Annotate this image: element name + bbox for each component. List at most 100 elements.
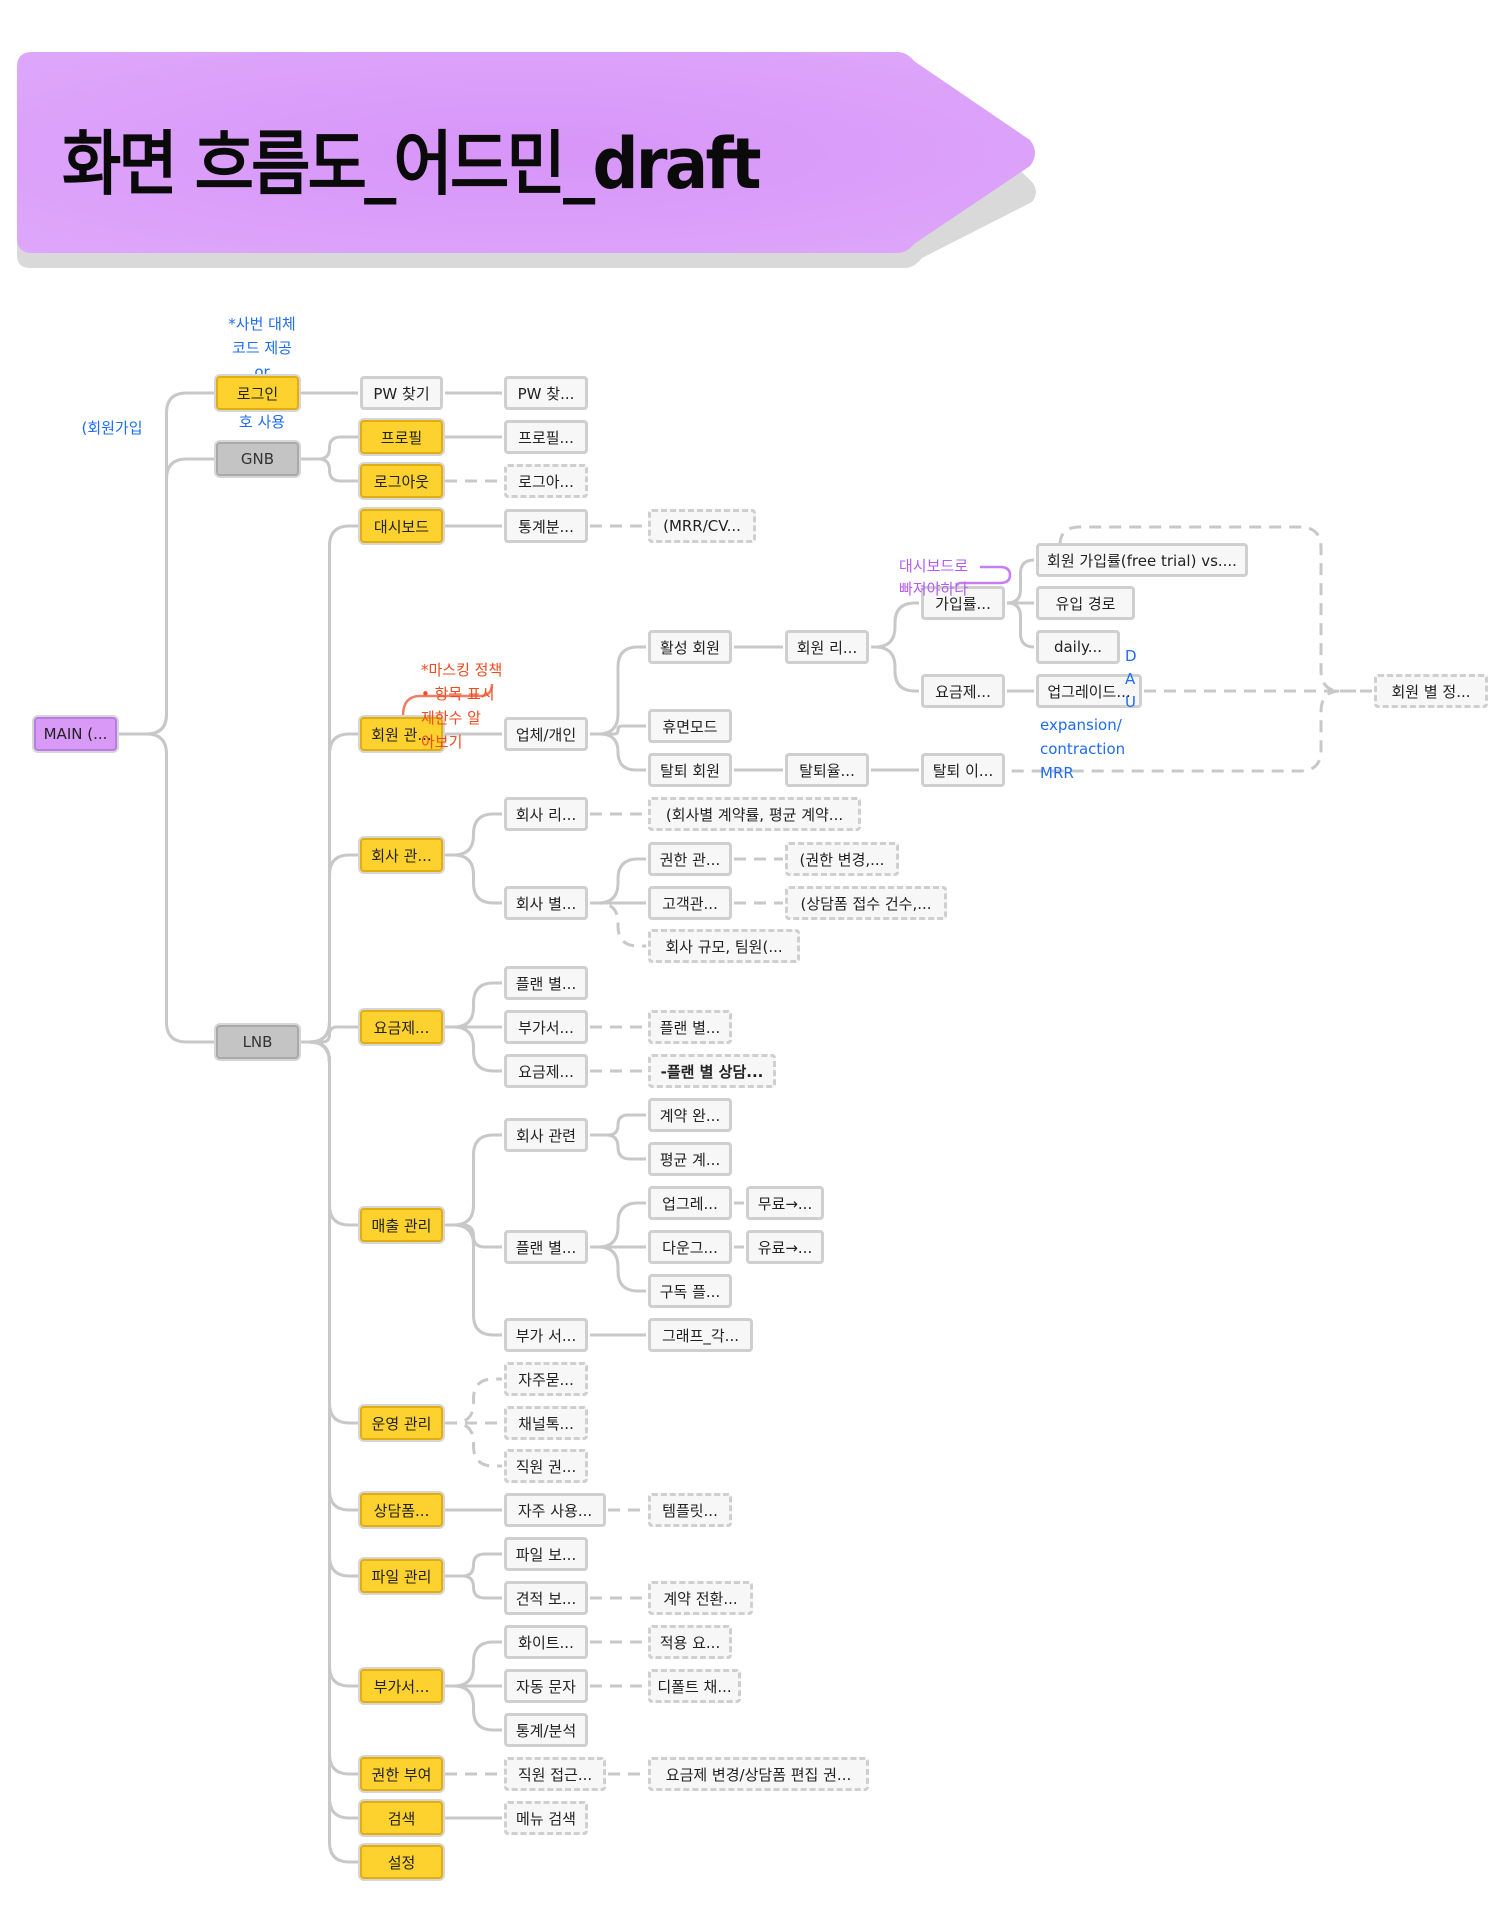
node-compeach[interactable]: 회사 별... (504, 886, 588, 920)
node-form[interactable]: 상담폼... (360, 1493, 443, 1527)
node-biz[interactable]: 업체/개인 (504, 717, 588, 751)
edge-salesplan-sub (590, 1245, 646, 1293)
node-upgrade[interactable]: 업그레이드... (1036, 674, 1142, 708)
dashboard-note-line: 빠져야하나 (899, 580, 969, 598)
node-signup[interactable]: 가입률... (921, 586, 1005, 620)
node-sub[interactable]: 구독 플... (648, 1274, 732, 1308)
edge-main-lnb (119, 732, 214, 1044)
node-contract[interactable]: 계약 완... (648, 1098, 732, 1132)
node-paid[interactable]: 유료→... (746, 1230, 824, 1264)
edge-signup-daily (1006, 601, 1035, 649)
node-salesplan[interactable]: 플랜 별... (504, 1230, 588, 1264)
node-faq[interactable]: 자주묻... (504, 1362, 588, 1396)
node-wreason[interactable]: 탈퇴 이... (921, 753, 1005, 787)
node-pricing[interactable]: 요금제... (360, 1010, 443, 1044)
node-down[interactable]: 다운그... (648, 1230, 732, 1264)
node-daily[interactable]: daily... (1036, 630, 1120, 664)
edge-extra-white (445, 1640, 502, 1688)
node-inflow[interactable]: 유입 경로 (1036, 586, 1135, 620)
edge-pricing-plancfg (445, 1025, 502, 1073)
node-search[interactable]: 검색 (360, 1801, 443, 1835)
node-planedit[interactable]: 요금제 변경/상담폼 편집 권... (648, 1757, 869, 1791)
node-withdraw[interactable]: 탈퇴 회원 (648, 753, 732, 787)
node-logout2[interactable]: 로그아... (504, 464, 588, 498)
dau-note-line: A (1125, 670, 1136, 688)
dashboard-note-line: 대시보드로 (899, 557, 969, 575)
node-grant[interactable]: 권한 부여 (360, 1757, 443, 1791)
group-bracket (1008, 525, 1341, 773)
node-white[interactable]: 화이트... (504, 1625, 588, 1659)
node-conv[interactable]: 계약 전환... (648, 1581, 753, 1615)
node-wrate[interactable]: 탈퇴율... (785, 753, 869, 787)
node-ops[interactable]: 운영 관리 (360, 1406, 443, 1440)
node-apply[interactable]: 적용 요... (648, 1625, 732, 1659)
node-menusearch[interactable]: 메뉴 검색 (504, 1801, 588, 1835)
node-avg[interactable]: 평균 계... (648, 1142, 732, 1176)
node-pwfind2[interactable]: PW 찾... (504, 376, 588, 410)
node-stats[interactable]: 통계/분석 (504, 1713, 588, 1747)
edge-compeach-auth (590, 857, 646, 905)
node-planby[interactable]: 플랜 별... (504, 966, 588, 1000)
node-addon2[interactable]: 플랜 별... (648, 1010, 732, 1044)
login-note-line: 코드 제공 (232, 339, 292, 357)
node-auth[interactable]: 권한 관... (648, 842, 732, 876)
node-extra[interactable]: 부가서... (360, 1669, 443, 1703)
node-file[interactable]: 파일 관리 (360, 1559, 443, 1593)
edge-compeach-size (590, 901, 646, 948)
node-cs[interactable]: 고객관... (648, 886, 732, 920)
edge-file-quote (445, 1574, 502, 1600)
node-freetrial[interactable]: 회원 가입률(free trial) vs.... (1036, 543, 1248, 577)
node-plan[interactable]: 요금제... (921, 674, 1005, 708)
node-sales[interactable]: 매출 관리 (360, 1208, 443, 1242)
edge-file-filestore (445, 1552, 502, 1578)
node-freq[interactable]: 자주 사용... (504, 1493, 606, 1527)
node-profile2[interactable]: 프로필... (504, 420, 588, 454)
node-login[interactable]: 로그인 (216, 376, 299, 410)
node-memlist[interactable]: 회원 리... (785, 630, 869, 664)
node-gnb[interactable]: GNB (216, 442, 299, 476)
edge-lnb-company (301, 853, 358, 1044)
node-free[interactable]: 무료→... (746, 1186, 824, 1220)
node-logout[interactable]: 로그아웃 (360, 464, 443, 498)
node-plancfg[interactable]: 요금제... (504, 1054, 588, 1088)
node-staffaccess[interactable]: 직원 접근... (504, 1757, 606, 1791)
node-graph[interactable]: 그래프_각... (648, 1318, 753, 1352)
node-sms[interactable]: 자동 문자 (504, 1669, 588, 1703)
node-main[interactable]: MAIN (... (34, 717, 117, 751)
node-compstat[interactable]: (회사별 계약률, 평균 계약... (648, 797, 861, 831)
node-authchg[interactable]: (권한 변경,... (785, 842, 899, 876)
node-salescomp[interactable]: 회사 관련 (504, 1118, 588, 1152)
node-complist[interactable]: 회사 리... (504, 797, 588, 831)
edge-sales-salesaddon (445, 1223, 502, 1337)
node-dash3[interactable]: (MRR/CV... (648, 509, 756, 543)
node-quote[interactable]: 견적 보... (504, 1581, 588, 1615)
node-pwfind[interactable]: PW 찾기 (360, 376, 443, 410)
node-dormant[interactable]: 휴면모드 (648, 709, 732, 743)
node-staffauth[interactable]: 직원 권... (504, 1449, 588, 1483)
node-filestore[interactable]: 파일 보... (504, 1537, 588, 1571)
node-active[interactable]: 활성 회원 (648, 630, 732, 664)
node-profile[interactable]: 프로필 (360, 420, 443, 454)
node-dash2[interactable]: 통계분... (504, 509, 588, 543)
node-csform[interactable]: (상담폼 접수 건수,... (785, 886, 947, 920)
node-plancfg2[interactable]: -플랜 별 상담... (648, 1054, 776, 1088)
node-up[interactable]: 업그레... (648, 1186, 732, 1220)
node-member[interactable]: 회원 관... (360, 717, 443, 751)
node-addon[interactable]: 부가서... (504, 1010, 588, 1044)
node-lnb[interactable]: LNB (216, 1025, 299, 1059)
node-template[interactable]: 템플릿... (648, 1493, 732, 1527)
node-dash[interactable]: 대시보드 (360, 509, 443, 543)
node-salesaddon[interactable]: 부가 서... (504, 1318, 588, 1352)
node-company[interactable]: 회사 관... (360, 838, 443, 872)
mrr-note-line: MRR (1040, 764, 1074, 782)
node-memstat[interactable]: 회원 별 정... (1374, 674, 1488, 708)
edge-ops-staffauth (445, 1421, 502, 1468)
login-note-line: (회원가입 (81, 419, 143, 437)
edge-biz-dormant (590, 724, 646, 736)
node-settings[interactable]: 설정 (360, 1845, 443, 1879)
login-note-line: *사번 대체 (228, 315, 296, 333)
node-channel[interactable]: 채널톡... (504, 1406, 588, 1440)
node-size[interactable]: 회사 규모, 팀원(... (648, 929, 800, 963)
node-default[interactable]: 디폴트 채... (648, 1669, 741, 1703)
